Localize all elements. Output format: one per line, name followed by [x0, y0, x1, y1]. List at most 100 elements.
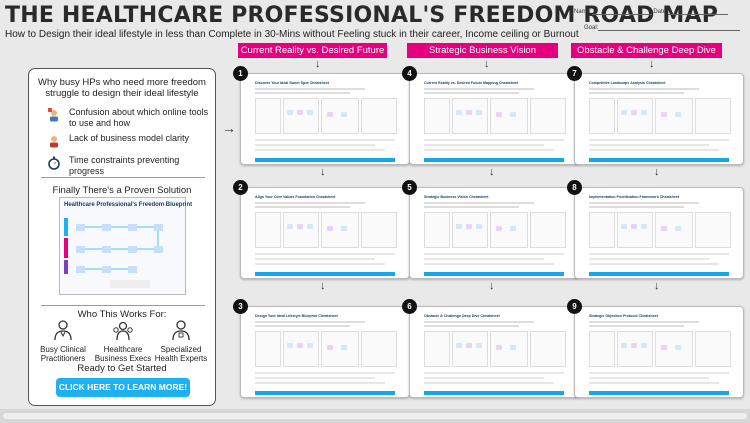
page-subtitle: How to Design their ideal lifestyle in l…: [5, 29, 579, 40]
text-line: [255, 377, 375, 379]
icon-dot: [287, 110, 293, 115]
icon-dot: [631, 110, 637, 115]
icon-dot: [661, 112, 667, 117]
icon-dot: [466, 343, 472, 348]
text-line: [255, 325, 350, 327]
cheatsheet-card[interactable]: Design Your Ideal Lifestyle Blueprint Ch…: [240, 306, 410, 398]
cheatsheet-card[interactable]: Strategic Objection Protocol Cheatsheet: [574, 306, 744, 398]
audience-text: Busy Clinical Practitioners: [40, 345, 86, 363]
text-line: [255, 263, 385, 265]
text-line: [589, 139, 729, 141]
card-footer-bar: [424, 158, 564, 162]
text-line: [255, 206, 350, 208]
name-field[interactable]: Name: Date:: [574, 9, 728, 15]
icon-dot: [641, 224, 647, 229]
icon-dot: [456, 110, 462, 115]
cheatsheet-card[interactable]: Strategic Business Vision Cheatsheet: [409, 187, 579, 279]
text-line: [255, 149, 385, 151]
content-box: [424, 331, 450, 367]
text-line: [589, 92, 684, 94]
step-number-badge: 1: [233, 66, 248, 81]
divider: [41, 305, 205, 306]
arrow-down-icon: ↓: [654, 280, 660, 292]
content-box: [321, 331, 359, 367]
goal-field[interactable]: Goal:: [584, 25, 741, 31]
card-footer-bar: [424, 391, 564, 395]
text-line: [424, 382, 554, 384]
confused-person-icon: [50, 136, 58, 148]
icon-dot: [661, 226, 667, 231]
cheatsheet-card[interactable]: Competitive Landscape Analysis Cheatshee…: [574, 73, 744, 165]
step-number-badge: 9: [567, 299, 582, 314]
content-box: [617, 331, 653, 367]
scrollbar-thumb[interactable]: [3, 413, 747, 419]
icon-dot: [297, 343, 303, 348]
arrow-down-icon: ↓: [654, 166, 660, 178]
page-title: THE HEALTHCARE PROFESSIONAL'S FREEDOM RO…: [5, 3, 719, 28]
card-title: Strategic Business Vision Cheatsheet: [424, 195, 489, 199]
content-box: [589, 98, 615, 134]
blueprint-title: Healthcare Professional's Freedom Bluepr…: [64, 202, 193, 208]
icon-dot: [510, 112, 516, 117]
cheatsheet-card[interactable]: Implementation Prioritization Framework …: [574, 187, 744, 279]
icon-dot: [297, 110, 303, 115]
icon-dot: [641, 343, 647, 348]
icon-dot: [675, 226, 681, 231]
pain-text: Time constraints preventing progress: [69, 155, 180, 176]
icon-dot: [496, 226, 502, 231]
card-title: Current Reality vs. Desired Future Mappi…: [424, 81, 519, 85]
text-line: [424, 92, 519, 94]
text-line: [424, 377, 544, 379]
icon-dot: [327, 112, 333, 117]
card-title: Obstacle & Challenge Deep Dive Cheatshee…: [424, 314, 500, 318]
card-footer-bar: [589, 391, 729, 395]
step-number-badge: 6: [402, 299, 417, 314]
pain-point: Confusion about which online tools to us…: [47, 107, 209, 129]
column-header-current-reality: Current Reality vs. Desired Future: [238, 43, 387, 58]
goal-label: Goal:: [584, 25, 599, 31]
text-line: [424, 253, 564, 255]
icon-dot: [621, 343, 627, 348]
step-number-badge: 2: [233, 180, 248, 195]
text-line: [424, 139, 564, 141]
content-box: [530, 98, 566, 134]
arrow-down-icon: ↓: [320, 166, 326, 178]
executive-icon: [113, 321, 133, 341]
text-line: [255, 258, 375, 260]
step-number-badge: 5: [402, 180, 417, 195]
icon-dot: [341, 226, 347, 231]
arrow-down-icon: ↓: [315, 58, 321, 70]
audience-item: Specialized Health Experts: [151, 320, 211, 363]
content-box: [530, 212, 566, 248]
icon-dot: [621, 224, 627, 229]
text-line: [424, 202, 534, 204]
text-line: [424, 372, 564, 374]
text-line: [589, 377, 709, 379]
icon-dot: [631, 224, 637, 229]
name-label: Name:: [574, 9, 592, 15]
content-box: [424, 212, 450, 248]
content-box: [283, 331, 319, 367]
card-title: Align Your Core Values Foundation Cheats…: [255, 195, 336, 199]
cheatsheet-card[interactable]: Discover Your Ideal Sweet Spot Cheatshee…: [240, 73, 410, 165]
icon-dot: [307, 110, 313, 115]
horizontal-scrollbar[interactable]: [0, 409, 750, 423]
icon-dot: [327, 345, 333, 350]
content-box: [255, 331, 281, 367]
icon-dot: [510, 345, 516, 350]
blueprint-diagram: [64, 218, 163, 288]
cheatsheet-card[interactable]: Obstacle & Challenge Deep Dive Cheatshee…: [409, 306, 579, 398]
content-box: [452, 98, 488, 134]
content-box: [424, 98, 450, 134]
learn-more-button[interactable]: CLICK HERE TO LEARN MORE!: [56, 378, 190, 397]
arrow-down-icon: ↓: [489, 280, 495, 292]
cheatsheet-card[interactable]: Current Reality vs. Desired Future Mappi…: [409, 73, 579, 165]
cheatsheet-card[interactable]: Align Your Core Values Foundation Cheats…: [240, 187, 410, 279]
ready-text: Ready to Get Started: [77, 363, 167, 374]
content-box: [361, 212, 397, 248]
text-line: [424, 325, 519, 327]
text-line: [255, 253, 395, 255]
text-line: [424, 321, 534, 323]
text-line: [589, 202, 699, 204]
divider: [41, 177, 205, 178]
